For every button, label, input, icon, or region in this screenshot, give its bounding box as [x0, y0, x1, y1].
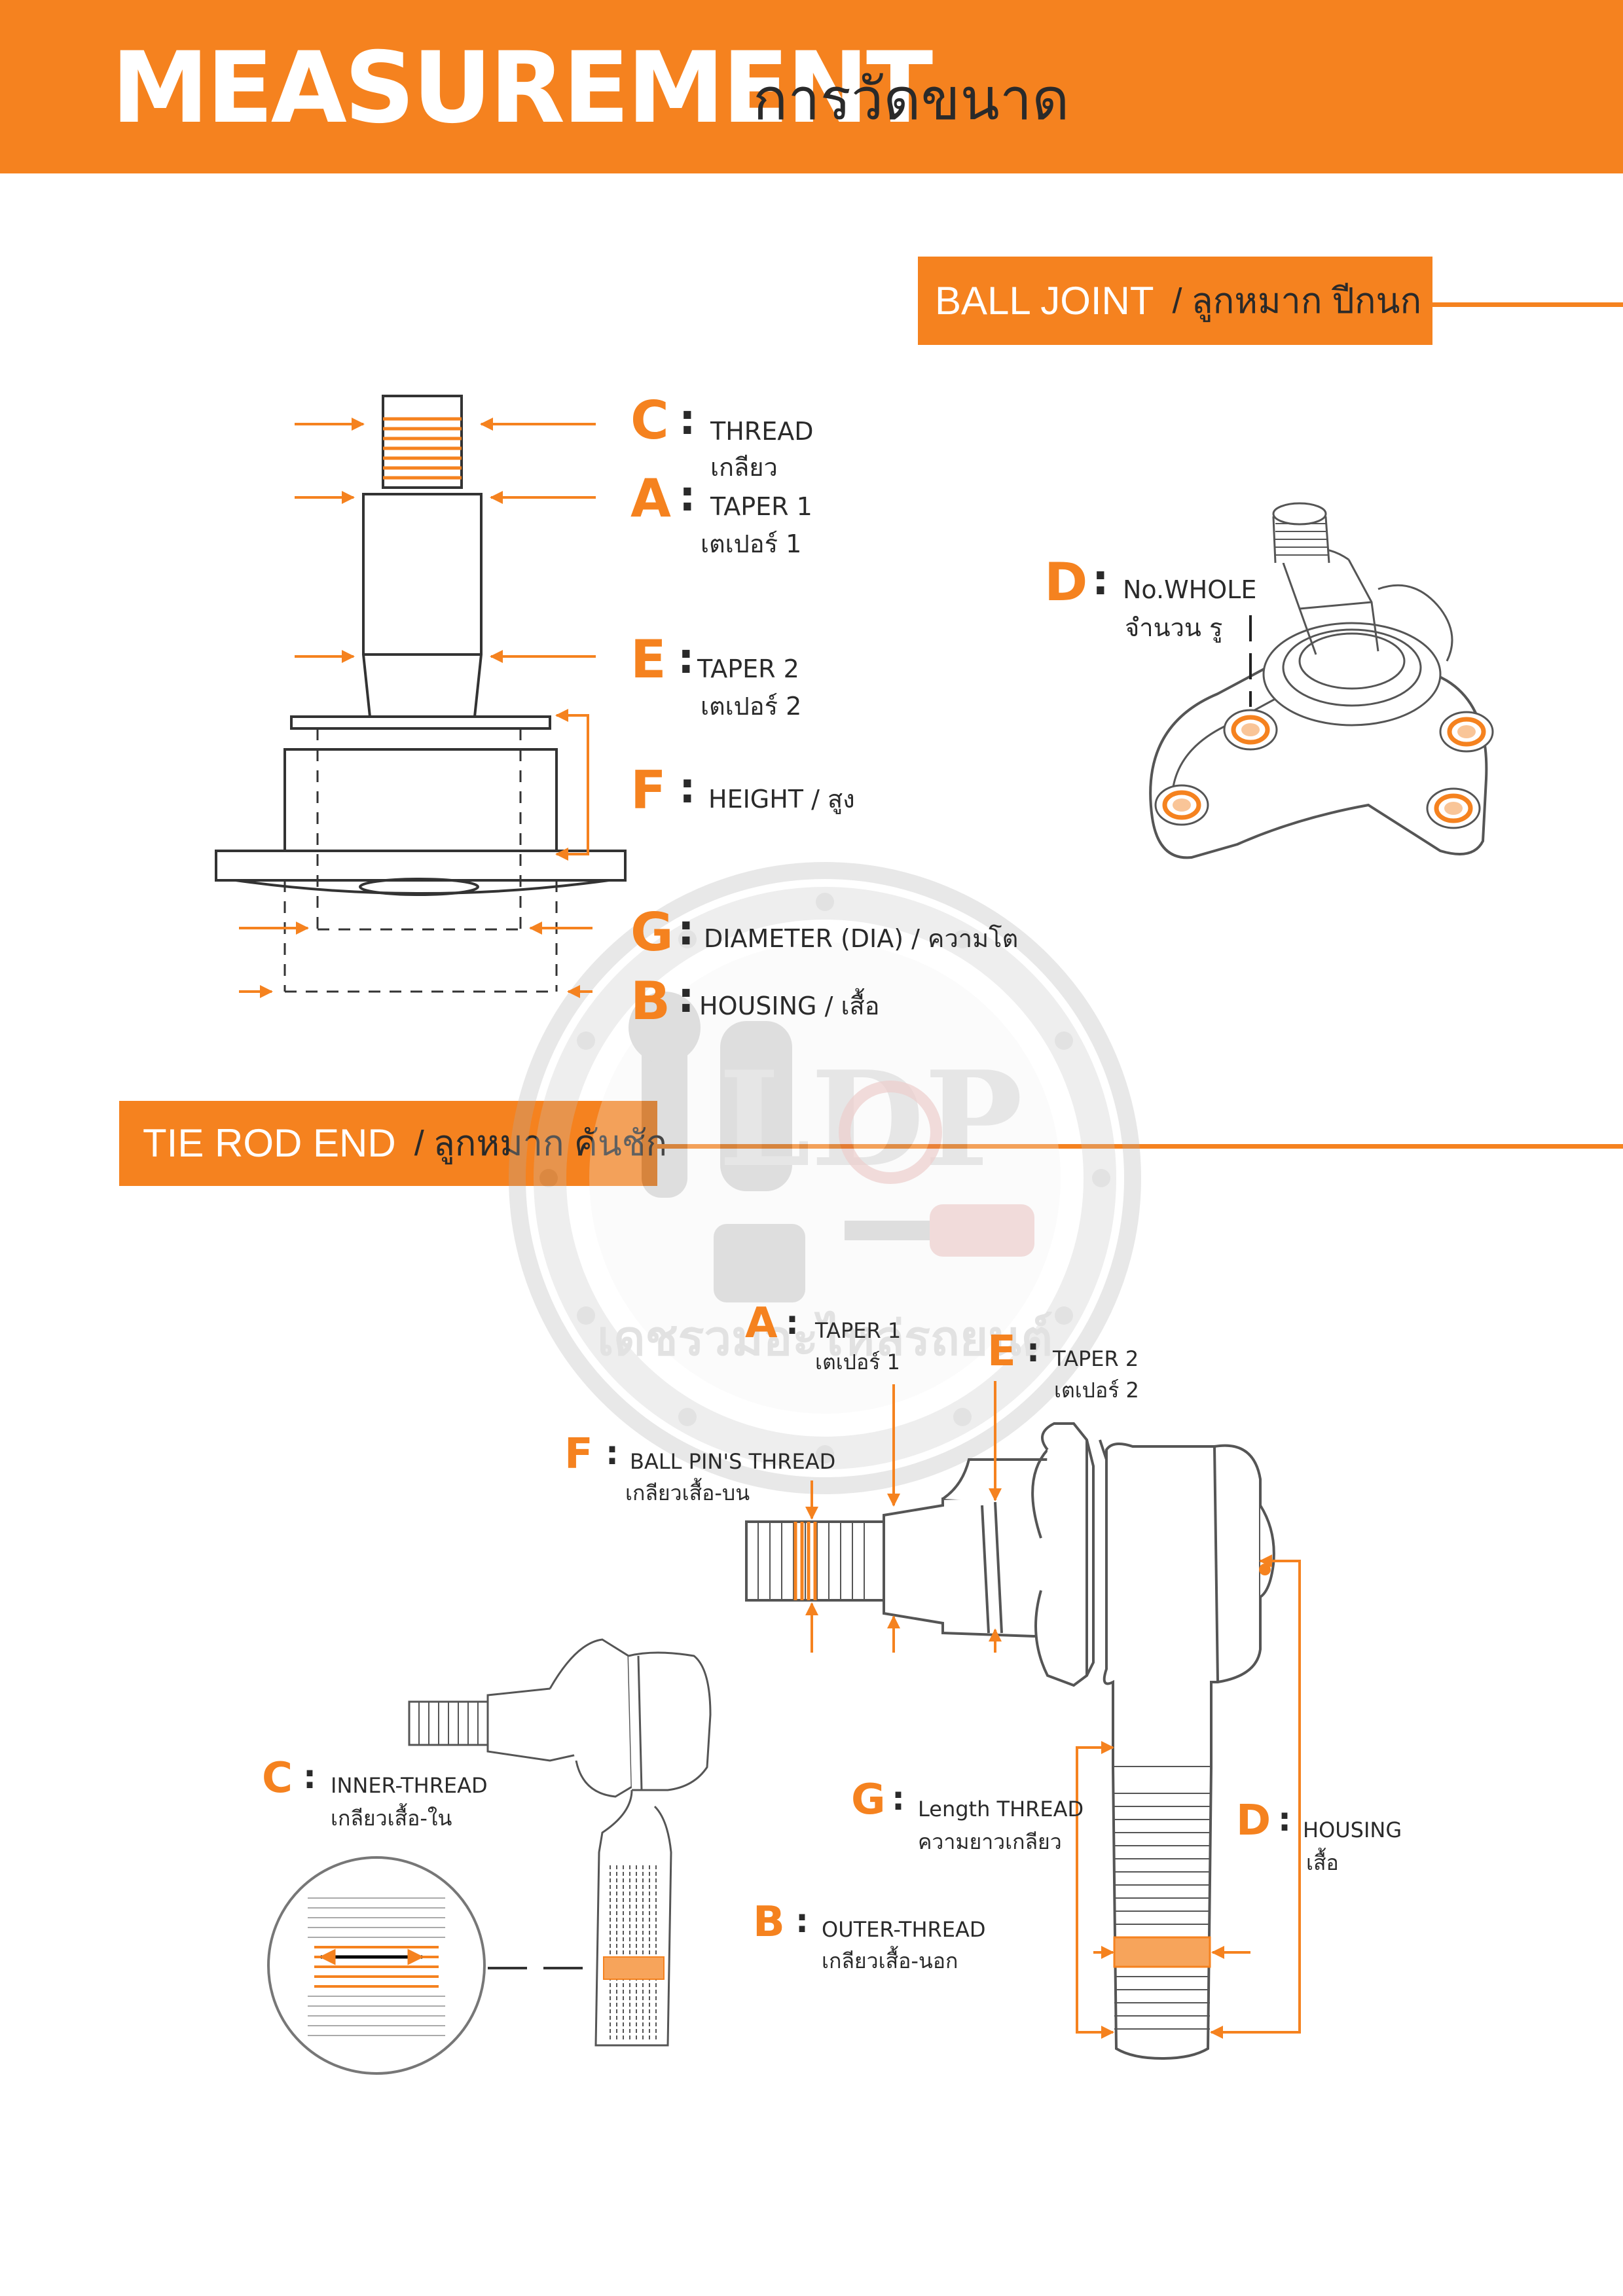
ball-joint-letter-d: D [1044, 552, 1088, 613]
tie-rod-small-diagram [408, 1638, 712, 2047]
section-tie-rod-end-thai: ลูกหมาก คันชัก [433, 1124, 668, 1163]
hole [1426, 787, 1481, 829]
ball-joint-taper2-label: TAPER 2 [697, 655, 799, 683]
ball-joint-letter-c: C [630, 390, 669, 451]
tie-rod-taper2-thai: เตเปอร์ 2 [1054, 1378, 1139, 1403]
watermark-logo-text: LDP [719, 1043, 1023, 1196]
section-divider [657, 1144, 1623, 1149]
hole [1154, 784, 1209, 826]
tie-rod-outer-thread-band [1113, 1936, 1211, 1968]
inner-thread-detail [267, 1856, 486, 2075]
tie-rod-outer-thread-thai: เกลียวเสื้อ-นอก [822, 1948, 958, 1973]
section-tie-rod-end-label: TIE ROD END [143, 1121, 396, 1165]
ball-joint-taper1-label: TAPER 1 [710, 492, 812, 521]
tie-rod-large-diagram [745, 1422, 1275, 2060]
tie-rod-housing-marker [1259, 1564, 1271, 1575]
label-colon: : [606, 1434, 619, 1472]
tie-rod-letter-b: B [753, 1898, 785, 1946]
tie-rod-length-thread-thai: ความยาวเกลียว [918, 1829, 1062, 1854]
watermark-screwdriver-icon [845, 1204, 1034, 1257]
watermark-caption: เดชรวมอะไหล่รถยนต์ [597, 1310, 1053, 1367]
section-ball-joint-thai: ลูกหมาก ปีกนก [1191, 281, 1422, 321]
header-band [0, 0, 1623, 173]
section-ball-joint: BALL JOINT / ลูกหมาก ปีกนก [918, 257, 1432, 345]
tie-rod-letter-a: A [745, 1299, 778, 1348]
section-tie-rod-end: TIE ROD END / ลูกหมาก คันชัก [119, 1101, 667, 1186]
label-colon: : [679, 473, 696, 521]
label-colon: : [678, 635, 695, 683]
ball-joint-housing-label: HOUSING / เสื้อ [699, 992, 880, 1020]
section-slash: / [414, 1124, 424, 1163]
ball-joint-letter-e: E [630, 629, 666, 690]
ball-joint-height-label: HEIGHT / สูง [708, 785, 855, 814]
label-colon: : [303, 1758, 316, 1796]
tie-rod-pin-thread-thai: เกลียวเสื้อ-บน [625, 1480, 750, 1505]
watermark-ring [509, 862, 1141, 1494]
watermark-logo: LDP เดชรวมอะไหล่รถยนต์ [509, 862, 1141, 1494]
ball-joint-holes-thai: จำนวน รู [1125, 613, 1223, 642]
label-colon: : [786, 1304, 799, 1342]
hole [1439, 711, 1494, 753]
tie-rod-inner-thread-band [603, 1956, 665, 1980]
ball-joint-dimension-arrows [239, 418, 596, 998]
ball-joint-housing [283, 748, 558, 852]
ball-joint-letter-a: A [630, 468, 671, 529]
section-ball-joint-label: BALL JOINT [935, 278, 1154, 323]
ball-joint-letter-b: B [630, 971, 670, 1031]
tie-rod-large-thread-lines [1114, 1793, 1210, 2030]
ball-joint-washer [290, 715, 551, 730]
tie-rod-housing-label: HOUSING [1303, 1818, 1402, 1842]
ball-joint-thread-lines [383, 417, 462, 480]
label-colon: : [1092, 556, 1109, 605]
ball-joint-taper2-thai: เตเปอร์ 2 [701, 692, 802, 721]
label-colon: : [1027, 1331, 1040, 1369]
watermark-disc [589, 942, 1061, 1414]
tie-rod-outer-thread-label: OUTER-THREAD [822, 1917, 986, 1942]
label-colon: : [678, 974, 695, 1022]
ball-joint-stud [362, 493, 483, 718]
ball-joint-side-diagram [215, 395, 627, 993]
ball-joint-diameter-label: DIAMETER (DIA) / ความโต [704, 924, 1019, 953]
tie-rod-letter-c: C [262, 1754, 293, 1803]
ball-joint-letter-g: G [630, 902, 674, 963]
tie-rod-letter-e: E [987, 1327, 1016, 1376]
tie-rod-letter-g: G [851, 1776, 886, 1824]
watermark-ring [534, 887, 1116, 1469]
tie-rod-letter-f: F [564, 1430, 593, 1479]
label-colon: : [892, 1780, 905, 1818]
label-colon: : [679, 396, 696, 444]
ball-joint-holes [1154, 709, 1494, 829]
tie-rod-pin-thread-label: BALL PIN'S THREAD [630, 1449, 836, 1474]
tie-rod-large-dimension-arrows [805, 1381, 1301, 2039]
section-slash: / [1172, 281, 1182, 321]
ball-joint-thread-label: THREAD [710, 417, 814, 446]
tie-rod-taper1-thai: เตเปอร์ 1 [815, 1350, 900, 1374]
ball-joint-letter-f: F [630, 760, 666, 821]
page-subtitle-thai: การวัดขนาด [753, 65, 1070, 133]
ball-joint-thread [382, 395, 463, 489]
tie-rod-inner-thread-label: INNER-THREAD [331, 1773, 488, 1798]
label-colon: : [679, 764, 696, 813]
page-title: MEASUREMENT [111, 31, 933, 145]
tie-rod-length-thread-label: Length THREAD [918, 1797, 1084, 1821]
tie-rod-taper1-label: TAPER 1 [815, 1318, 902, 1343]
watermark-bolts [539, 893, 1110, 1463]
tie-rod-housing-thai: เสื้อ [1306, 1850, 1339, 1875]
ball-joint-hidden-lines [283, 728, 558, 993]
label-colon: : [1278, 1801, 1291, 1839]
tie-rod-taper2-label: TAPER 2 [1053, 1346, 1139, 1371]
hole [1223, 709, 1278, 751]
tie-rod-letter-d: D [1236, 1797, 1271, 1845]
label-colon: : [795, 1902, 809, 1940]
ball-joint-thread-thai: เกลียว [710, 453, 778, 482]
ball-joint-holes-label: No.WHOLE [1123, 575, 1257, 604]
ball-joint-taper1-thai: เตเปอร์ 1 [701, 529, 802, 558]
label-colon: : [678, 906, 695, 955]
tie-rod-inner-thread-thai: เกลียวเสื้อ-ใน [331, 1806, 452, 1831]
watermark-disc-brake-icon [839, 1081, 942, 1184]
watermark-tools-icon [629, 992, 805, 1302]
section-divider [1432, 302, 1623, 307]
